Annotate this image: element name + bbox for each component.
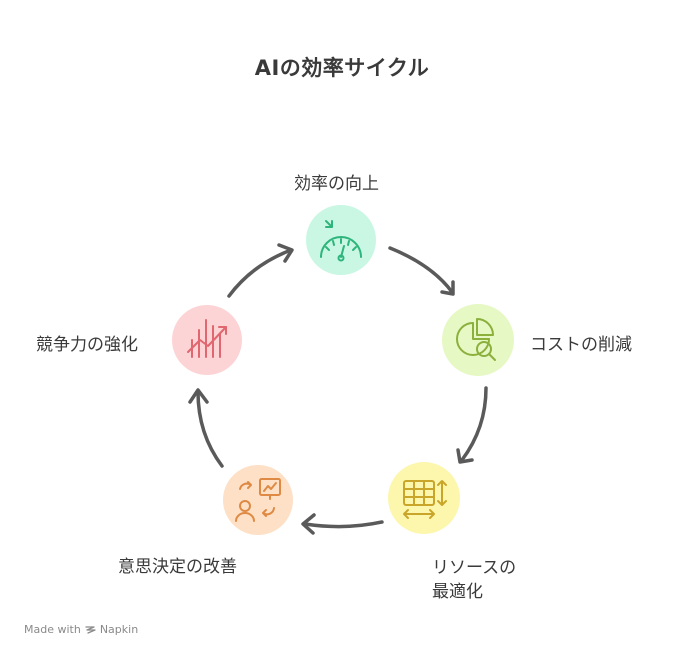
arrow-competitive-to-efficiency: [227, 243, 294, 298]
person-presentation-icon: [235, 478, 281, 522]
arrow-decision-to-competitive: [188, 388, 224, 468]
node-resource: [388, 462, 460, 534]
footer-credit: Made with Napkin: [24, 623, 138, 636]
label-resource-line1: リソースの: [432, 558, 517, 578]
label-efficiency: 効率の向上: [294, 174, 379, 194]
diagram-title: AIの効率サイクル: [254, 56, 430, 80]
node-decision: [223, 465, 293, 535]
label-resource: リソースの 最適化: [432, 556, 516, 604]
node-competitive: [172, 305, 242, 375]
arrow-resource-to-decision: [301, 513, 384, 535]
label-resource-line2: 最適化: [432, 582, 483, 602]
footer-brand: Napkin: [99, 623, 139, 636]
speedometer-icon: [320, 220, 362, 262]
label-cost: コストの削減: [530, 335, 632, 355]
napkin-logo-icon: [85, 626, 96, 634]
arrow-cost-to-resource: [456, 386, 488, 464]
label-competitive: 競争力の強化: [36, 335, 138, 355]
label-decision: 意思決定の改善: [118, 557, 237, 577]
growth-chart-icon: [187, 319, 227, 358]
pie-chart-search-icon: [456, 318, 496, 361]
node-efficiency: [306, 205, 376, 275]
cycle-arrows: [188, 243, 488, 535]
node-cost: [442, 304, 514, 376]
table-resize-icon: [403, 480, 447, 519]
arrow-efficiency-to-cost: [388, 246, 455, 296]
footer-made-with: Made with: [24, 623, 81, 636]
